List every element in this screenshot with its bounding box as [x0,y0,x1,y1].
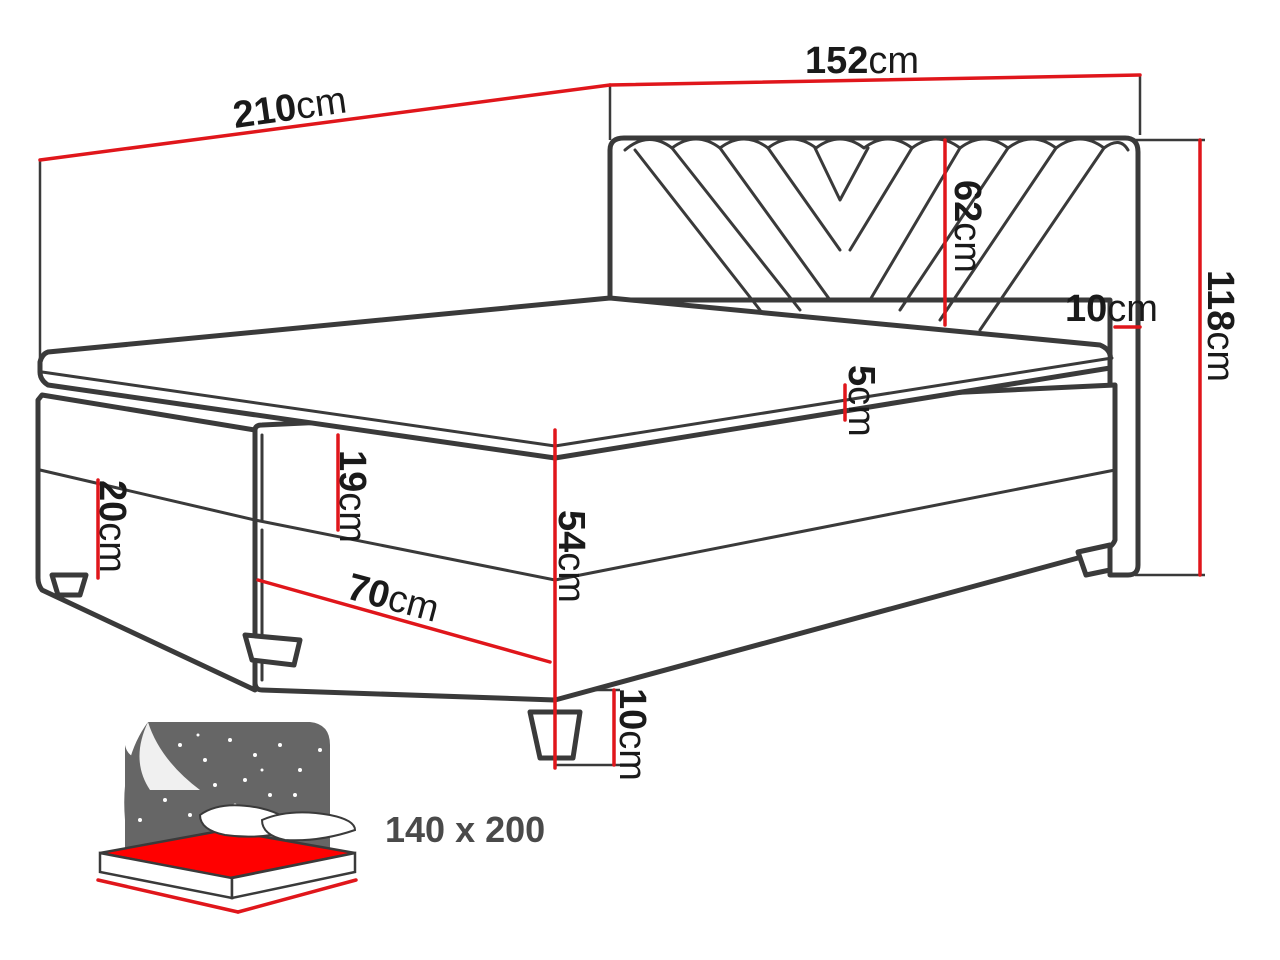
mattress-size-icon: 140 x 200 [96,722,545,914]
label-topper: 5cm [840,365,882,437]
label-bed-height: 54cm [550,510,592,603]
label-length: 210cm [230,79,349,136]
label-leg: 10cm [611,688,653,781]
dim-line-drawer [256,578,552,664]
label-width: 152cm [805,40,919,82]
mattress-size-label: 140 x 200 [385,809,545,850]
dim-line-width [608,73,1142,87]
label-lower-box: 20cm [91,480,133,573]
bed-base [35,382,1118,703]
headboard [607,135,1141,578]
label-headboard-thickness: 10cm [1065,288,1158,330]
label-total-height: 118cm [1199,270,1241,382]
label-headboard-height: 62cm [946,180,988,273]
dim-line-length [38,83,612,162]
extension-lines [38,75,1205,767]
dimension-lines [38,73,1202,770]
pillow-icon [260,811,357,842]
moon-icon [139,722,200,790]
dimension-labels: 210cm 152cm 118cm 62cm 10cm 5cm 19cm 20c… [91,40,1241,781]
label-upper-box: 19cm [331,450,373,543]
